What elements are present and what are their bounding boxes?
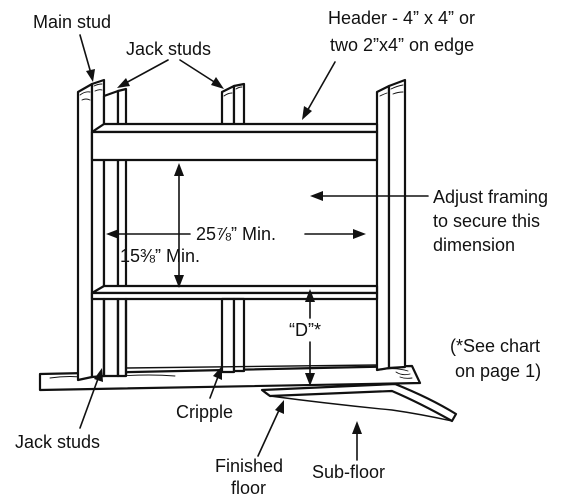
main-stud-left	[76, 78, 106, 382]
label-cripple: Cripple	[176, 402, 233, 422]
label-sub-floor: Sub-floor	[312, 462, 385, 482]
finished-floor-piece	[260, 382, 458, 423]
sill-board	[90, 284, 379, 301]
main-stud-right	[375, 78, 407, 372]
label-adjust-framing-line1: Adjust framing	[433, 187, 548, 207]
label-jack-studs-top: Jack studs	[126, 39, 211, 59]
leader-header	[302, 61, 336, 120]
label-header-line2: two 2”x4” on edge	[330, 35, 474, 55]
middle-stud-upper	[220, 82, 246, 137]
leader-main-stud	[79, 34, 95, 82]
label-main-stud: Main stud	[33, 12, 111, 32]
label-height-dimension: 15⅜” Min.	[120, 246, 200, 266]
label-adjust-framing-line2: to secure this	[433, 211, 540, 231]
leader-adjust-framing	[310, 191, 429, 201]
leader-jack-studs-bottom	[79, 368, 103, 429]
label-d-dimension: “D”*	[289, 320, 321, 340]
width-dimension-line	[106, 229, 366, 239]
label-adjust-framing-line3: dimension	[433, 235, 515, 255]
label-see-chart-line1: (*See chart	[450, 336, 540, 356]
leader-cripple	[209, 366, 222, 399]
jack-stud-left-lower	[102, 297, 128, 378]
label-header-line1: Header - 4” x 4” or	[328, 8, 475, 28]
label-jack-studs-bottom: Jack studs	[15, 432, 100, 452]
label-finished-floor-line1: Finished	[215, 456, 283, 476]
cripple-stud	[220, 297, 246, 374]
height-dimension-line	[174, 163, 184, 288]
label-see-chart-line2: on page 1)	[455, 361, 541, 381]
leader-jack-studs-top	[117, 59, 224, 89]
header-board	[90, 122, 379, 162]
label-finished-floor-line2: floor	[231, 478, 266, 498]
floor-back-edge	[125, 364, 378, 369]
label-width-dimension: 25⅞” Min.	[196, 224, 276, 244]
d-dimension-line	[305, 289, 315, 386]
leader-sub-floor	[352, 421, 362, 461]
leader-finished-floor	[257, 400, 284, 457]
